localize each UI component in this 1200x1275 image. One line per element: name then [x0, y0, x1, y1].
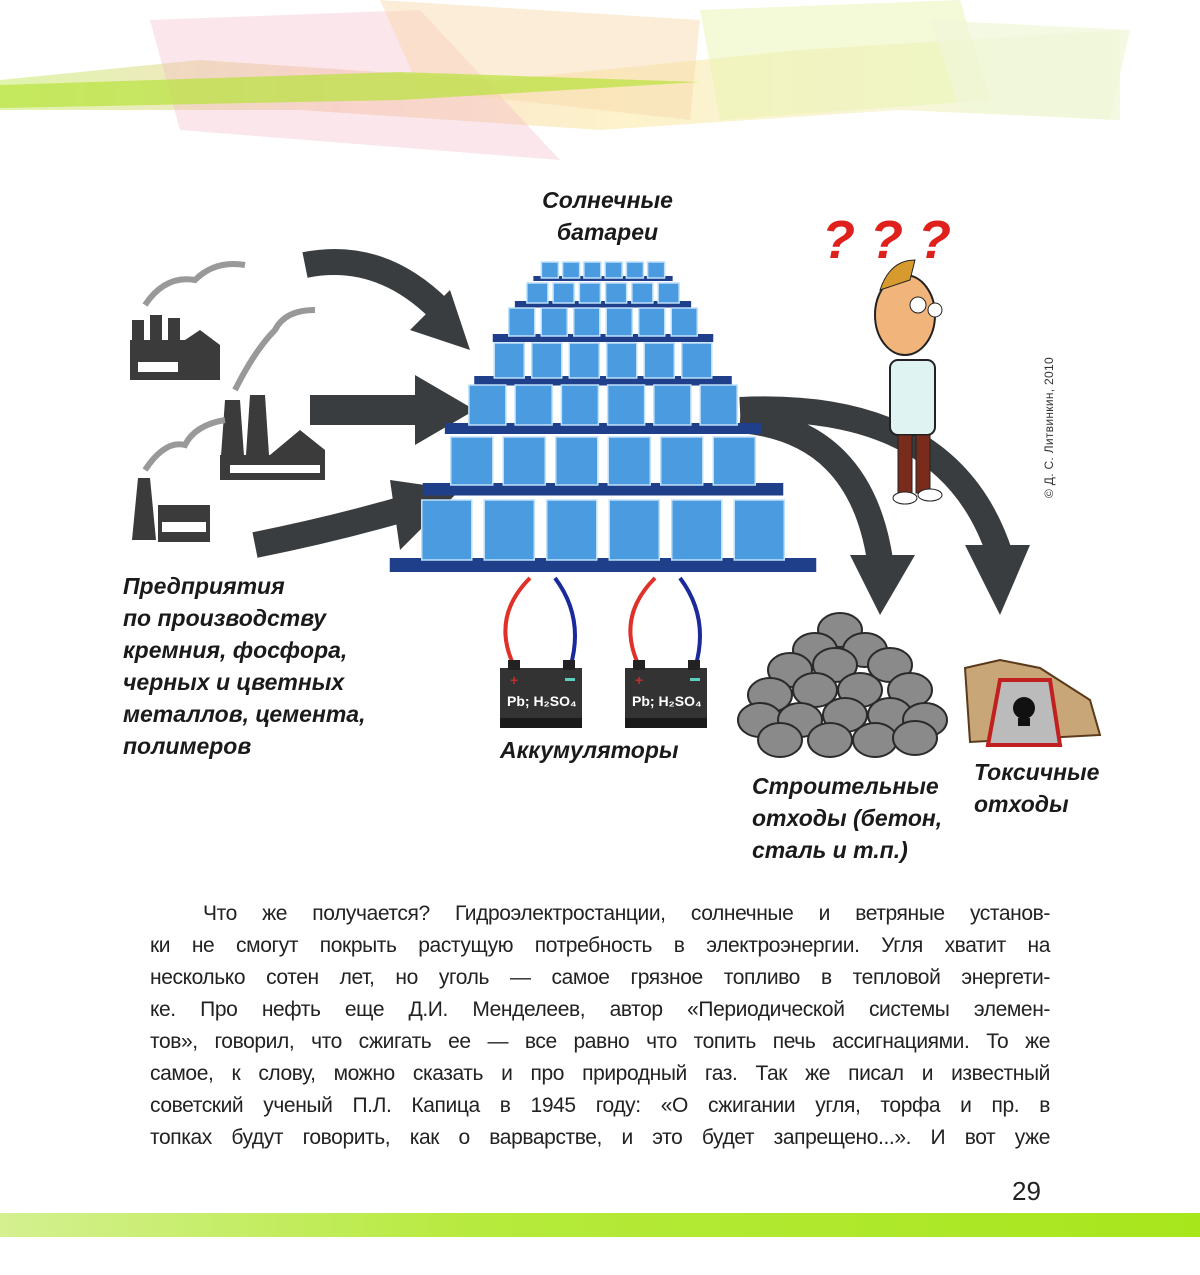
rubble-stone: [808, 723, 852, 757]
battery-chemistry-label: Pb; H₂SO₄: [507, 693, 577, 709]
construction-waste-label: Строительные отходы (бетон, сталь и т.п.…: [752, 770, 942, 866]
solar-panel: [606, 308, 632, 336]
label-line: Солнечные: [540, 184, 675, 216]
rubble-stone: [893, 721, 937, 755]
battery-chemistry-label: Pb; H₂SO₄: [632, 693, 702, 709]
solar-panel: [671, 308, 697, 336]
solar-panel: [527, 283, 548, 303]
solar-panel: [700, 385, 737, 425]
solar-panel: [541, 308, 567, 336]
solar-panel: [509, 308, 535, 336]
factory-icon: [220, 310, 325, 480]
rubble-stone: [853, 723, 897, 757]
solar-panel: [626, 262, 643, 278]
solar-panel: [648, 262, 665, 278]
toxic-waste-icon: [965, 660, 1100, 745]
solar-panel: [515, 385, 552, 425]
solar-panel: [607, 343, 637, 378]
label-line: Предприятия: [123, 570, 365, 602]
label-line: сталь и т.п.): [752, 834, 942, 866]
arrow-to-panels-middle: [310, 375, 475, 445]
label-line: черных и цветных: [123, 666, 365, 698]
label-line: батареи: [540, 216, 675, 248]
construction-rubble-pile: [738, 613, 947, 757]
solar-panel: [422, 500, 472, 560]
solar-panel: [609, 500, 659, 560]
factory-icon: [130, 264, 245, 380]
text-line: тов», говорил, что сжигать ее — все равн…: [150, 1026, 1050, 1058]
label-line: отходы: [974, 788, 1099, 820]
arrow-to-panels-top: [305, 262, 470, 350]
solar-panel: [606, 283, 627, 303]
rubble-stone: [758, 723, 802, 757]
solar-panel: [608, 437, 650, 485]
solar-panel: [574, 308, 600, 336]
body-paragraph: Что же получается? Гидроэлектростанции, …: [150, 898, 1050, 1154]
solar-panel: [451, 437, 493, 485]
label-line: Токсичные: [974, 756, 1099, 788]
solar-panel: [503, 437, 545, 485]
svg-text:+: +: [510, 672, 518, 688]
label-line: кремния, фосфора,: [123, 634, 365, 666]
text-line: самое, к слову, можно сказать и про прир…: [150, 1058, 1050, 1090]
text-line: ке. Про нефть еще Д.И. Менделеев, автор …: [150, 994, 1050, 1026]
solar-panel: [682, 343, 712, 378]
solar-panel: [569, 343, 599, 378]
solar-panel: [541, 262, 558, 278]
solar-panel: [469, 385, 506, 425]
solar-panel: [532, 343, 562, 378]
copyright-notice: © Д. С. Литвинкин, 2010: [1042, 357, 1056, 498]
solar-panel: [553, 283, 574, 303]
enterprises-label: Предприятия по производству кремния, фос…: [123, 570, 365, 762]
solar-panels-label: Солнечные батареи: [540, 184, 675, 248]
factory-icon: [132, 420, 225, 542]
text-line: советский ученый П.Л. Капица в 1945 году…: [150, 1090, 1050, 1122]
label-line: полимеров: [123, 730, 365, 762]
label-line: металлов, цемента,: [123, 698, 365, 730]
text-line: Что же получается? Гидроэлектростанции, …: [150, 898, 1050, 930]
solar-panel: [672, 500, 722, 560]
solar-panel: [608, 385, 645, 425]
solar-panel: [561, 385, 598, 425]
page-number: 29: [1012, 1176, 1041, 1207]
solar-panel: [556, 437, 598, 485]
solar-panel: [579, 283, 600, 303]
label-line: Строительные: [752, 770, 942, 802]
label-line: по производству: [123, 602, 365, 634]
solar-panel: [658, 283, 679, 303]
batteries-label: Аккумуляторы: [500, 734, 679, 766]
svg-text:+: +: [635, 672, 643, 688]
solar-panel: [644, 343, 674, 378]
solar-panel: [494, 343, 524, 378]
solar-panel: [661, 437, 703, 485]
solar-panel: [713, 437, 755, 485]
solar-panel: [734, 500, 784, 560]
text-line: топках будут говорить, как о варварстве,…: [150, 1122, 1050, 1154]
toxic-waste-label: Токсичные отходы: [974, 756, 1099, 820]
solar-panel: [547, 500, 597, 560]
solar-panel: [605, 262, 622, 278]
text-line: несколько сотен лет, но уголь — самое гр…: [150, 962, 1050, 994]
solar-panel: [639, 308, 665, 336]
solar-panel: [484, 500, 534, 560]
solar-panel: [563, 262, 580, 278]
question-marks: ? ? ?: [822, 210, 951, 270]
solar-panel: [584, 262, 601, 278]
text-line: ки не смогут покрыть растущую потребност…: [150, 930, 1050, 962]
solar-panel: [632, 283, 653, 303]
label-line: отходы (бетон,: [752, 802, 942, 834]
solar-panel: [654, 385, 691, 425]
battery-wires: [505, 578, 700, 668]
footer-band: [0, 1213, 1200, 1237]
